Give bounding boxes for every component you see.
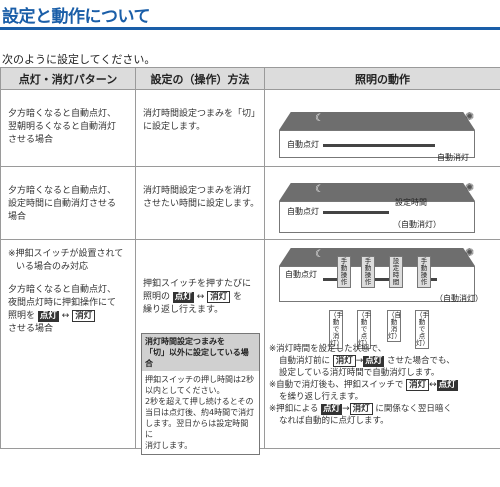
timer-note-box: 消灯時間設定つまみを 「切」以外に設定している場合 押釦スイッチの押し時間は2秒… — [141, 333, 260, 455]
method-cell: 消灯時間設定つまみを「切」 に設定します。 — [135, 89, 265, 167]
settings-table: 点灯・消灯パターン 設定の（操作）方法 照明の動作 夕方暗くなると自動点灯、 翌… — [0, 67, 500, 455]
note-body: 押釦スイッチの押し時間は2秒 以内としてください。 2秒を超えて押し続けるとその… — [145, 375, 255, 450]
auto-off-label: （自動消灯） — [435, 294, 483, 303]
on-period-bar — [323, 278, 343, 281]
method-cell: 消灯時間設定つまみを消灯 させたい時間に設定します。 — [135, 166, 265, 240]
behavior-cell: ☾ ✺ 自動点灯 設定時間 （自動消灯） — [264, 166, 500, 240]
on-period-bar — [323, 144, 435, 147]
bottom-tag: （手動で点灯） — [357, 310, 371, 349]
table-row: 夕方暗くなると自動点灯、 翌朝明るくなると自動消灯 させる場合 消灯時間設定つま… — [0, 89, 500, 167]
night-band — [279, 248, 475, 266]
intro-text: 次のように設定してください。 — [2, 53, 156, 66]
behavior-notes: ※消灯時間を設定した状態で、 自動消灯前に 消灯→点灯 させた場合でも、 設定し… — [269, 344, 458, 426]
title-underline — [0, 27, 500, 30]
page-title: 設定と動作について — [2, 7, 151, 27]
bottom-tag: （手動で点灯） — [415, 310, 429, 349]
page-header: 設定と動作について — [0, 0, 500, 30]
bottom-tag: （手動で消灯） — [329, 310, 343, 349]
auto-on-label: 自動点灯 — [287, 140, 319, 149]
sun-icon: ✺ — [465, 181, 475, 194]
moon-icon: ☾ — [315, 113, 324, 124]
arrow-icon: → — [342, 404, 350, 414]
light-off-tag: 消灯 — [207, 291, 231, 303]
pattern-cell: ※押釦スイッチが設置されて いる場合のみ対応 夕方暗くなると自動点灯、 夜間点灯… — [0, 239, 136, 449]
table-row: 夕方暗くなると自動点灯、 設定時間に自動消灯させる 場合 消灯時間設定つまみを消… — [0, 166, 500, 240]
sun-icon: ✺ — [465, 110, 475, 123]
light-on-tag: 点灯 — [37, 311, 59, 322]
auto-off-label: （自動消灯） — [393, 220, 441, 229]
header-behavior: 照明の動作 — [264, 67, 500, 90]
table-row: ※押釦スイッチが設置されて いる場合のみ対応 夕方暗くなると自動点灯、 夜間点灯… — [0, 239, 500, 455]
double-arrow-icon: ↔ — [196, 292, 205, 302]
lighting-diagram: ☾ ✺ 自動点灯 設定時間 （自動消灯） — [265, 167, 500, 239]
auto-on-label: 自動点灯 — [287, 207, 319, 216]
moon-icon: ☾ — [315, 249, 324, 260]
light-on-tag: 点灯 — [172, 292, 194, 303]
arrow-icon: → — [355, 356, 364, 366]
double-arrow-icon: ↔ — [429, 380, 437, 390]
op-tag-manual: 手動操作 — [337, 256, 351, 288]
auto-on-label: 自動点灯 — [285, 270, 317, 279]
timeline-box — [279, 201, 475, 233]
set-time-label: 設定時間 — [395, 198, 427, 207]
op-tag-manual: 手動操作 — [417, 256, 431, 288]
lighting-diagram: ☾ ✺ 自動点灯 （自動消灯） 手動操作 手動操作 設定時間 手動操作 （手動で… — [265, 240, 500, 448]
on-period-bar — [363, 278, 397, 281]
op-tag-manual: 手動操作 — [361, 256, 375, 288]
night-band — [279, 183, 475, 201]
timeline-box — [279, 266, 475, 302]
light-off-tag: 消灯 — [72, 310, 96, 322]
behavior-cell: ☾ ✺ 自動点灯 （自動消灯） 手動操作 手動操作 設定時間 手動操作 （手動で… — [264, 239, 500, 449]
bottom-tag: （自動消灯） — [387, 310, 401, 342]
double-arrow-icon: ↔ — [61, 311, 70, 321]
moon-icon: ☾ — [315, 184, 324, 195]
table-header-row: 点灯・消灯パターン 設定の（操作）方法 照明の動作 — [0, 67, 500, 90]
op-tag-set-time: 設定時間 — [389, 256, 403, 288]
note-heading: 消灯時間設定つまみを 「切」以外に設定している場合 — [142, 334, 259, 371]
behavior-cell: ☾ ✺ 自動点灯 自動消灯 — [264, 89, 500, 167]
timeline-box — [279, 130, 475, 158]
header-pattern: 点灯・消灯パターン — [0, 67, 136, 90]
auto-off-label: 自動消灯 — [437, 153, 469, 162]
pattern-cell: 夕方暗くなると自動点灯、 設定時間に自動消灯させる 場合 — [0, 166, 136, 240]
pattern-cell: 夕方暗くなると自動点灯、 翌朝明るくなると自動消灯 させる場合 — [0, 89, 136, 167]
header-method: 設定の（操作）方法 — [135, 67, 265, 90]
method-cell: 押釦スイッチを押すたびに 照明の 点灯 ↔ 消灯 を 繰り返し行えます。 消灯時… — [135, 239, 265, 455]
night-band — [279, 112, 475, 130]
sun-icon: ✺ — [465, 246, 475, 259]
on-period-bar — [323, 211, 389, 214]
lighting-diagram: ☾ ✺ 自動点灯 自動消灯 — [265, 90, 500, 166]
